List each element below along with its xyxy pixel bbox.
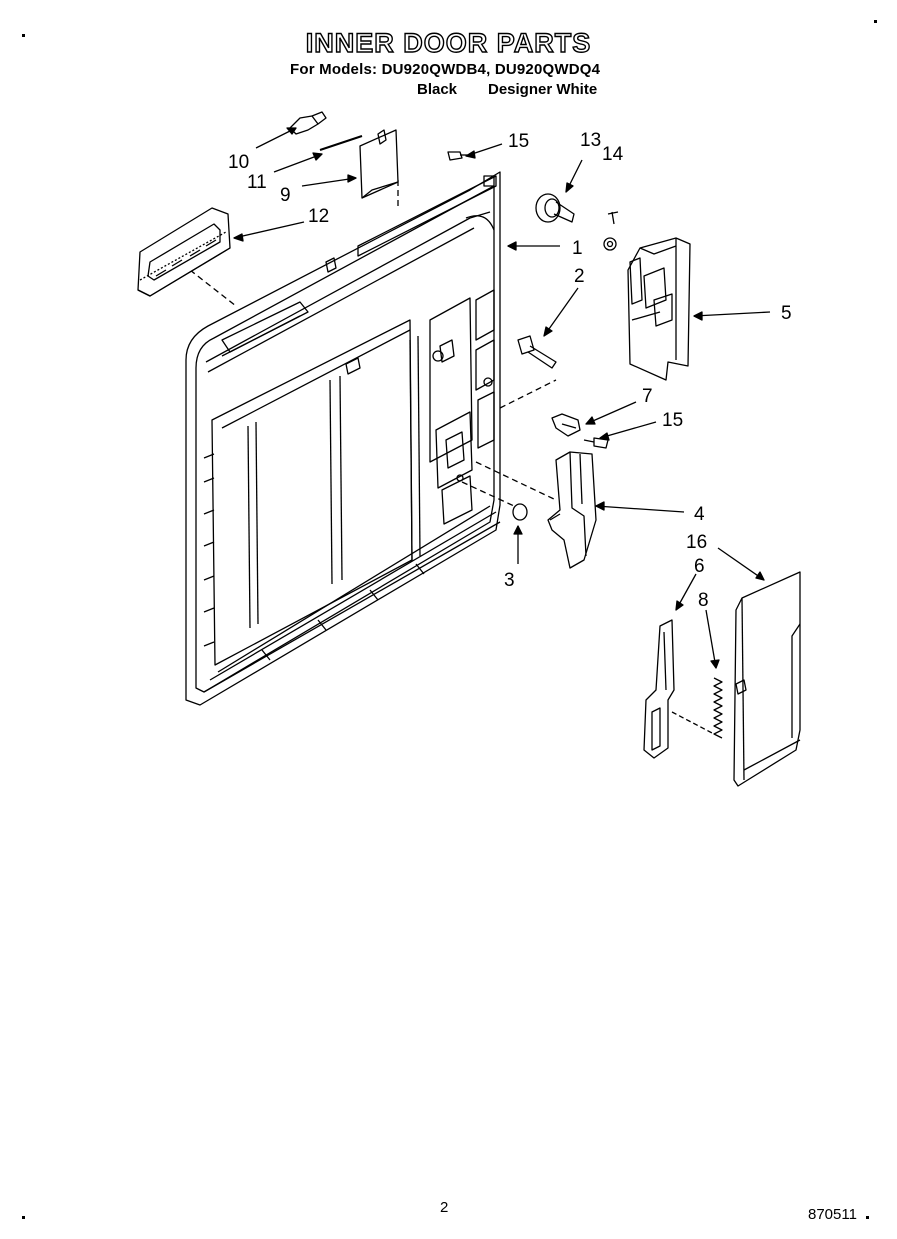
registration-mark-top-right <box>874 20 877 23</box>
callout-7: 7 <box>642 386 653 407</box>
callout-11: 11 <box>247 172 267 193</box>
page-number: 2 <box>440 1199 449 1216</box>
callout-5: 5 <box>781 303 792 324</box>
vent-bracket-part <box>359 129 399 199</box>
spring-part <box>671 677 723 739</box>
callout-8: 8 <box>698 590 709 611</box>
page-title: INNER DOOR PARTS <box>305 27 592 58</box>
callout-14: 14 <box>602 144 624 165</box>
knob-part <box>535 193 619 251</box>
callout-4: 4 <box>694 504 705 525</box>
callout-2: 2 <box>574 266 585 287</box>
handle-part <box>137 207 231 297</box>
callout-6: 6 <box>694 556 705 577</box>
clip-part <box>289 111 327 135</box>
latch-lever-part <box>547 451 597 569</box>
callout-16: 16 <box>686 532 707 553</box>
callout-15-top: 15 <box>508 131 529 152</box>
variant-white-label: Designer White <box>488 81 598 98</box>
callout-12: 12 <box>308 206 329 227</box>
callout-13: 13 <box>580 130 601 151</box>
rod-part <box>319 135 363 151</box>
inner-door-panel <box>185 171 557 706</box>
callout-3: 3 <box>504 570 515 591</box>
document-number: 870511 <box>808 1206 857 1223</box>
registration-mark-bottom-right <box>866 1216 869 1219</box>
bumper-part <box>512 503 528 521</box>
callout-9: 9 <box>280 185 291 206</box>
latch-clip-part <box>551 413 581 437</box>
callout-10: 10 <box>228 152 249 173</box>
variant-black-label: Black <box>417 81 458 98</box>
callout-15-mid: 15 <box>662 410 683 431</box>
switch-bracket-part <box>517 335 557 369</box>
models-line: For Models: DU920QWDB4, DU920QWDQ4 <box>290 61 601 78</box>
callout-1: 1 <box>572 238 583 259</box>
registration-mark-bottom-left <box>22 1216 25 1219</box>
slide-bracket-part <box>643 619 675 759</box>
leader-lines <box>233 127 771 669</box>
registration-mark-top-left <box>22 34 25 37</box>
latch-housing-part <box>627 237 691 381</box>
side-panel-part <box>733 571 801 787</box>
